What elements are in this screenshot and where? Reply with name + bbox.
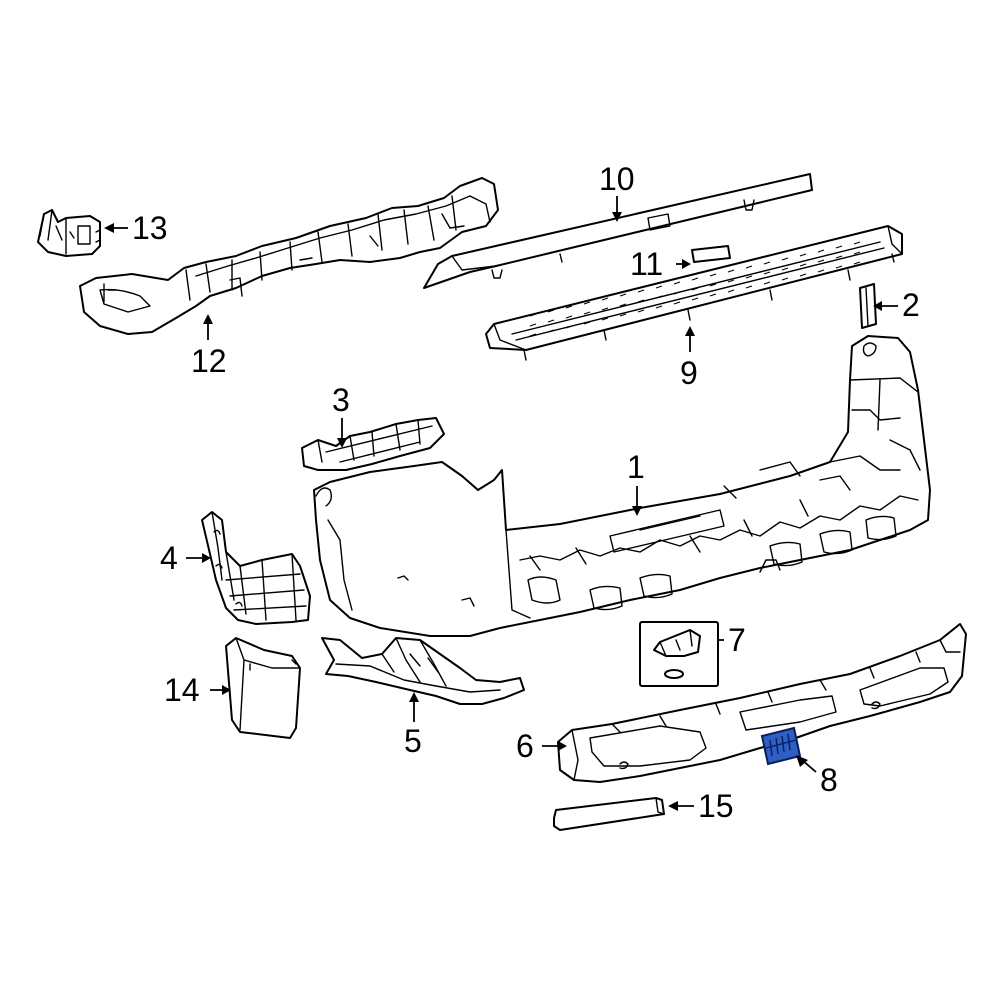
part-11-insert[interactable] [691, 245, 731, 263]
callout-5: 5 [404, 723, 422, 759]
callout-15: 15 [698, 788, 734, 824]
leader-11 [676, 259, 691, 269]
part-14-mud-flap[interactable] [225, 637, 301, 739]
leader-1 [632, 486, 642, 516]
part-7-inset-box[interactable] [639, 621, 719, 687]
callout-2: 2 [902, 287, 920, 323]
leader-5 [409, 692, 419, 722]
callout-6: 6 [516, 728, 534, 764]
part-10-trim-strip[interactable] [423, 173, 813, 289]
callout-7: 7 [728, 622, 746, 658]
part-8-highlighted[interactable] [760, 726, 802, 766]
callout-10: 10 [599, 161, 635, 197]
callout-4: 4 [160, 540, 178, 576]
part-1-bumper-cover[interactable] [313, 335, 931, 637]
leader-10 [612, 196, 622, 222]
part-3-side-bracket[interactable] [301, 417, 445, 471]
leader-14 [210, 685, 231, 695]
leader-3 [337, 418, 347, 448]
callout-9: 9 [680, 355, 698, 391]
leader-8 [796, 755, 817, 773]
callout-14: 14 [164, 672, 200, 708]
leader-9 [685, 326, 695, 352]
callout-8: 8 [820, 762, 838, 798]
part-9-step-pad[interactable] [485, 225, 903, 361]
part-4-side-bracket[interactable] [201, 511, 311, 625]
leader-15 [668, 801, 694, 811]
leader-13 [104, 223, 128, 233]
part-12-reinforcement[interactable] [79, 177, 499, 335]
callout-11: 11 [630, 246, 663, 282]
part-2-bracket[interactable] [859, 283, 877, 329]
callout-12: 12 [191, 343, 227, 379]
leader-4 [186, 553, 211, 563]
part-6-lower-bumper[interactable] [557, 623, 967, 783]
callout-1: 1 [627, 449, 645, 485]
leader-6 [542, 741, 567, 751]
callout-3: 3 [332, 382, 350, 418]
part-15-trim-strip[interactable] [553, 797, 665, 831]
leader-12 [203, 314, 213, 340]
leader-2 [873, 301, 898, 311]
part-13-bracket[interactable] [37, 209, 101, 257]
part-5-lower-valance[interactable] [321, 637, 525, 705]
callout-13: 13 [132, 210, 168, 246]
